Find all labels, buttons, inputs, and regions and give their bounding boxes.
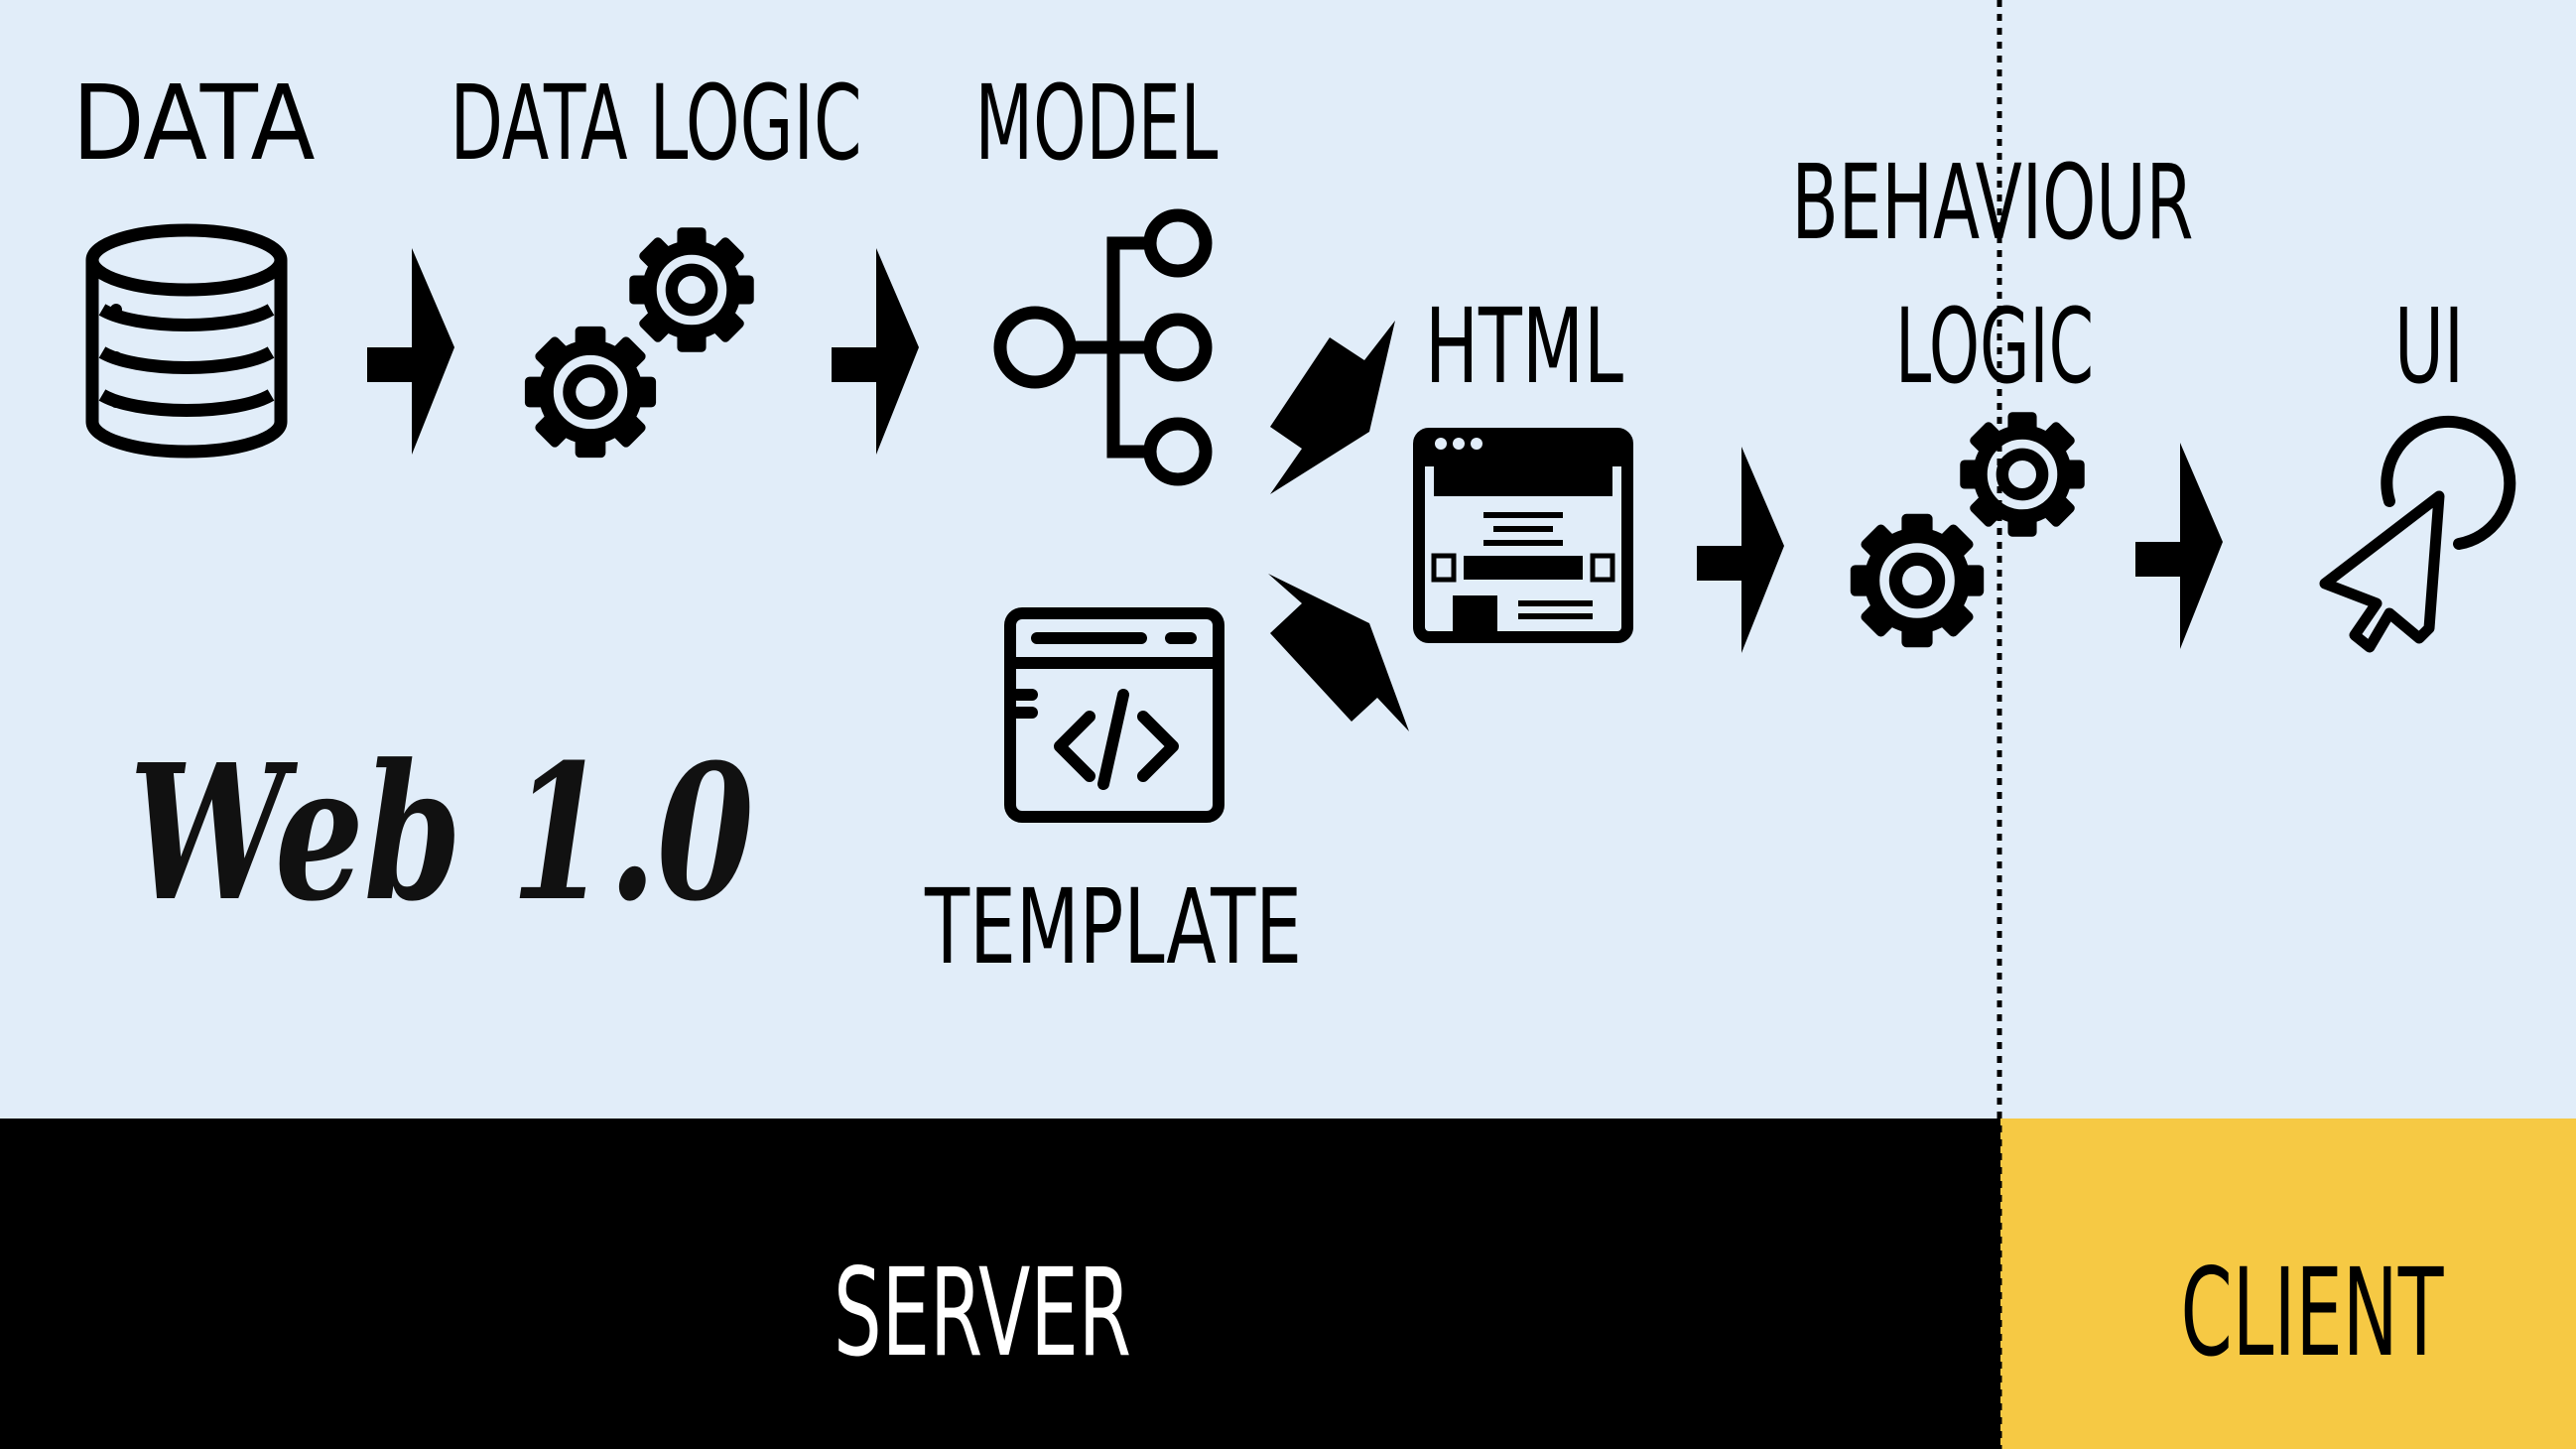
webpage-icon <box>1413 428 1633 643</box>
cursor-click-icon <box>2319 415 2516 653</box>
tree-icon <box>993 208 1213 486</box>
arrow-icon <box>367 248 2223 731</box>
label-server: SERVER <box>834 1243 1131 1383</box>
database-icon <box>85 223 288 459</box>
label-data: DATA <box>72 63 316 184</box>
label-model: MODEL <box>975 63 1219 184</box>
label-ui: UI <box>2394 286 2464 407</box>
label-html: HTML <box>1425 286 1623 407</box>
label-template: TEMPLATE <box>924 866 1302 988</box>
label-client: CLIENT <box>2181 1243 2444 1383</box>
client-band <box>2000 1119 2576 1449</box>
label-behaviour: BEHAVIOUR <box>1792 142 2194 263</box>
label-data-logic: DATA LOGIC <box>451 63 862 184</box>
server-band <box>0 1119 2000 1449</box>
label-logic: LOGIC <box>1895 286 2094 407</box>
title-web-1-0: Web 1.0 <box>129 724 754 943</box>
code-window-icon <box>1004 607 1224 823</box>
